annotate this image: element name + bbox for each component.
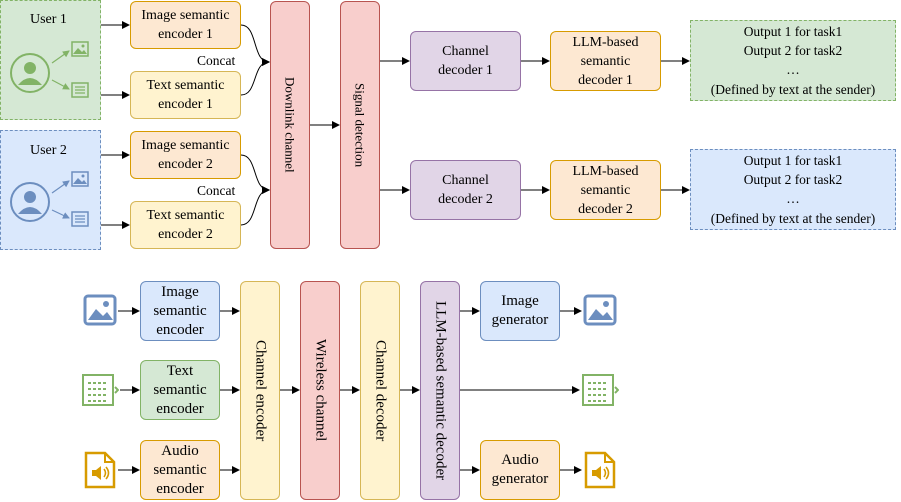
user1-output-2: Output 2 for task2 bbox=[743, 43, 843, 58]
bottom-text-encoder: Text semantic encoder bbox=[140, 360, 220, 420]
user2-output-ellipsis: … bbox=[786, 191, 800, 206]
output-audio-icon bbox=[584, 451, 616, 489]
user2-label: User 2 bbox=[30, 143, 67, 158]
user1-llm-decoder: LLM-based semantic decoder 1 bbox=[550, 31, 661, 91]
user2-image-icon bbox=[71, 171, 89, 187]
user2-llm-decoder: LLM-based semantic decoder 2 bbox=[550, 160, 661, 220]
user1-output-ellipsis: … bbox=[786, 62, 800, 77]
downlink-channel: Downlink channel bbox=[270, 1, 310, 249]
user2-output-note: (Defined by text at the sender) bbox=[710, 211, 876, 226]
user2-text-encoder: Text semantic encoder 2 bbox=[130, 201, 241, 249]
signal-detection: Signal detection bbox=[340, 1, 380, 249]
user2-avatar-icon bbox=[10, 182, 50, 222]
bottom-channel-decoder: Channel decoder bbox=[360, 281, 400, 500]
input-audio-icon bbox=[84, 451, 116, 489]
user1-avatar-icon bbox=[10, 53, 50, 93]
output-text-icon bbox=[582, 374, 619, 406]
user2-concat-label: Concat bbox=[197, 183, 236, 198]
output-image-icon bbox=[583, 294, 617, 326]
user1-output-1: Output 1 for task1 bbox=[743, 24, 843, 39]
user2-image-encoder: Image semantic encoder 2 bbox=[130, 131, 241, 179]
user1-output-box bbox=[690, 20, 896, 101]
input-text-icon bbox=[82, 374, 119, 406]
user1-text-icon bbox=[71, 82, 89, 98]
user1-output-note: (Defined by text at the sender) bbox=[710, 82, 876, 97]
bottom-llm-decoder: LLM-based semantic decoder bbox=[420, 281, 460, 500]
user1-channel-decoder: Channel decoder 1 bbox=[410, 31, 521, 91]
user1-label: User 1 bbox=[30, 12, 67, 27]
user1-text-encoder: Text semantic encoder 1 bbox=[130, 71, 241, 119]
user2-output-2: Output 2 for task2 bbox=[743, 172, 843, 187]
user2-output-box bbox=[690, 149, 896, 230]
wireless-channel: Wireless channel bbox=[300, 281, 340, 500]
user2-output-1: Output 1 for task1 bbox=[743, 153, 843, 168]
user2-text-icon bbox=[71, 211, 89, 227]
user2-region bbox=[0, 130, 101, 250]
image-generator: Image generator bbox=[480, 281, 560, 341]
bottom-image-encoder: Image semantic encoder bbox=[140, 281, 220, 341]
user1-concat-label: Concat bbox=[197, 53, 236, 68]
bottom-audio-encoder: Audio semantic encoder bbox=[140, 440, 220, 500]
channel-encoder: Channel encoder bbox=[240, 281, 280, 500]
user2-channel-decoder: Channel decoder 2 bbox=[410, 160, 521, 220]
audio-generator: Audio generator bbox=[480, 440, 560, 500]
user1-image-encoder: Image semantic encoder 1 bbox=[130, 1, 241, 49]
input-image-icon bbox=[83, 294, 117, 326]
user1-image-icon bbox=[71, 41, 89, 57]
